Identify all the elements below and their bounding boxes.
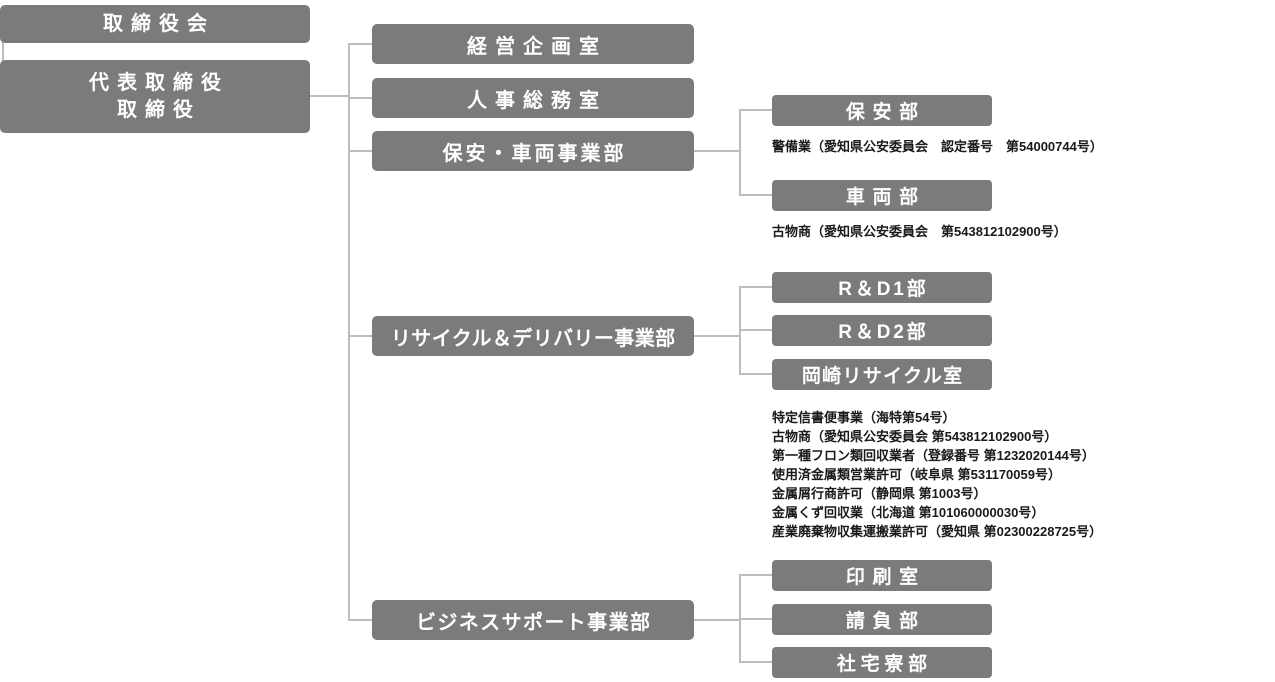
connector-board-director bbox=[2, 42, 4, 61]
connector-stub-keiei bbox=[348, 43, 372, 45]
director-box: 代表取締役 取締役 bbox=[0, 60, 310, 133]
board-box: 取締役会 bbox=[0, 5, 310, 43]
connector-stub-rd2 bbox=[739, 329, 772, 331]
division-box-keiei-kikaku: 経営企画室 bbox=[372, 24, 694, 64]
connector-director-trunk bbox=[310, 95, 350, 97]
connector-main-trunk bbox=[348, 43, 350, 621]
dept-box-rd1: R＆D1部 bbox=[772, 272, 992, 303]
connector-stub-okazaki bbox=[739, 373, 772, 375]
dept-box-ukeoi: 請負部 bbox=[772, 604, 992, 635]
division-label: 経営企画室 bbox=[467, 35, 607, 58]
dept-label: 社宅寮部 bbox=[836, 654, 932, 675]
connector-stub-insatsu bbox=[739, 574, 772, 576]
connector-recycle-parent bbox=[694, 335, 741, 337]
division-box-recycle-delivery: リサイクル＆デリバリー事業部 bbox=[372, 316, 694, 356]
license-item: 金属屑行商許可（静岡県 第1003号） bbox=[772, 486, 987, 501]
dept-box-hoan: 保安部 bbox=[772, 95, 992, 126]
dept-box-insatsu: 印刷室 bbox=[772, 560, 992, 591]
division-label: リサイクル＆デリバリー事業部 bbox=[390, 327, 676, 350]
connector-stub-business bbox=[348, 619, 372, 621]
dept-box-shataku-ryo: 社宅寮部 bbox=[772, 647, 992, 678]
board-label: 取締役会 bbox=[103, 12, 215, 35]
dept-label: 印刷室 bbox=[845, 567, 926, 588]
dept-label: 請負部 bbox=[845, 611, 926, 632]
connector-security-trunk bbox=[739, 109, 741, 196]
connector-security-parent bbox=[694, 150, 741, 152]
dept-box-okazaki-recycle: 岡崎リサイクル室 bbox=[772, 359, 992, 390]
dept-label: R＆D1部 bbox=[838, 279, 929, 300]
dept-label: 車両部 bbox=[845, 187, 926, 208]
connector-stub-jinji bbox=[348, 97, 372, 99]
connector-stub-ukeoi bbox=[739, 618, 772, 620]
license-item: 使用済金属類営業許可（岐阜県 第531170059号） bbox=[772, 467, 1061, 482]
connector-stub-recycle bbox=[348, 335, 372, 337]
dept-box-rd2: R＆D2部 bbox=[772, 315, 992, 346]
license-note-vehicle: 古物商（愛知県公安委員会 第543812102900号） bbox=[772, 224, 1067, 239]
division-box-hoan-sharyo: 保安・車両事業部 bbox=[372, 131, 694, 171]
dept-label: 保安部 bbox=[845, 102, 926, 123]
dept-box-sharyo: 車両部 bbox=[772, 180, 992, 211]
division-label: 保安・車両事業部 bbox=[442, 142, 627, 165]
connector-stub-rd1 bbox=[739, 286, 772, 288]
director-label-line1: 代表取締役 bbox=[89, 71, 229, 94]
license-item: 産業廃棄物収集運搬業許可（愛知県 第02300228725号） bbox=[772, 524, 1103, 539]
license-item: 古物商（愛知県公安委員会 第543812102900号） bbox=[772, 429, 1058, 444]
director-label-line2: 取締役 bbox=[117, 98, 201, 121]
license-item: 第一種フロン類回収業者（登録番号 第1232020144号） bbox=[772, 448, 1095, 463]
connector-stub-hoanbu bbox=[739, 109, 772, 111]
connector-stub-shataku bbox=[739, 661, 772, 663]
connector-stub-sharyobu bbox=[739, 194, 772, 196]
license-item: 特定信書便事業（海特第54号） bbox=[772, 410, 956, 425]
license-item: 金属くず回収業（北海道 第101060000030号） bbox=[772, 505, 1045, 520]
dept-label: 岡崎リサイクル室 bbox=[801, 366, 964, 387]
connector-business-parent bbox=[694, 619, 741, 621]
dept-label: R＆D2部 bbox=[838, 322, 929, 343]
division-label: 人事総務室 bbox=[467, 89, 607, 112]
division-label: ビジネスサポート事業部 bbox=[415, 611, 652, 634]
division-box-business-support: ビジネスサポート事業部 bbox=[372, 600, 694, 640]
license-list: 特定信書便事業（海特第54号） 古物商（愛知県公安委員会 第5438121029… bbox=[772, 408, 1102, 541]
division-box-jinji-somu: 人事総務室 bbox=[372, 78, 694, 118]
license-note-security: 警備業（愛知県公安委員会 認定番号 第54000744号） bbox=[772, 139, 1103, 154]
connector-stub-hoan-sharyo bbox=[348, 150, 372, 152]
